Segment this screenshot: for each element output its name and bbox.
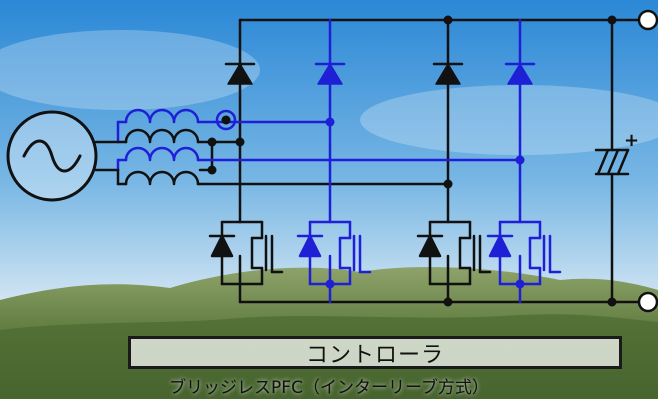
junction-loop bbox=[215, 109, 237, 131]
inductor-icon bbox=[116, 108, 224, 186]
diagram-caption: ブリッジレスPFC（インターリーブ方式） bbox=[169, 378, 489, 398]
controller-box: コントローラ bbox=[128, 336, 622, 369]
diode-icon bbox=[224, 62, 536, 85]
junction-dots bbox=[207, 15, 617, 307]
capacitor-polarity-label: + bbox=[624, 130, 639, 151]
mosfet-icon bbox=[208, 220, 492, 286]
ac-source-icon bbox=[6, 110, 98, 202]
output-terminal-icon bbox=[637, 9, 658, 313]
capacitor-icon bbox=[594, 148, 630, 176]
controller-label: コントローラ bbox=[305, 342, 444, 368]
